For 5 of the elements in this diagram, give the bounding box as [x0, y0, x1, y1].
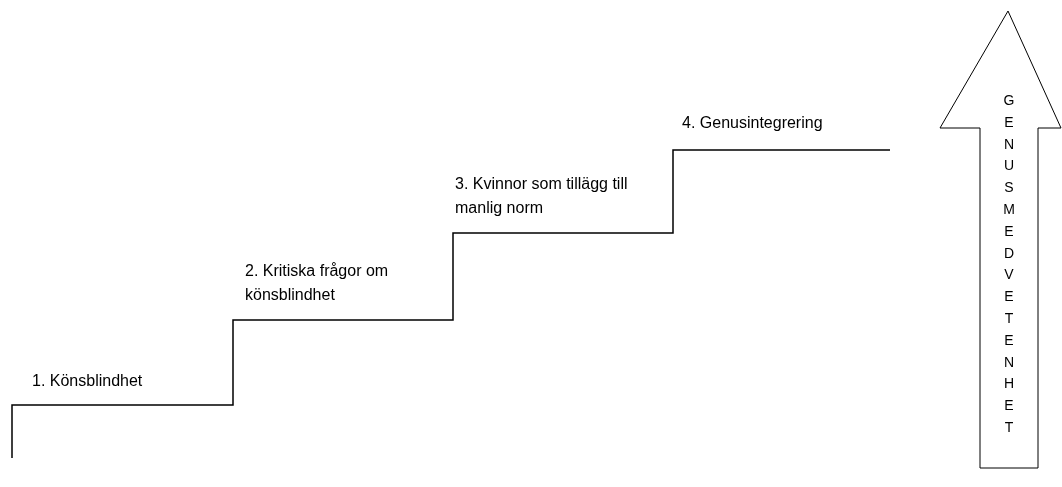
step-label: 3. Kvinnor som tillägg till manlig norm — [455, 174, 629, 218]
vertical-arrow-text: GENUSMEDVETENHET — [1002, 91, 1016, 437]
step-label: 1. Könsblindhet — [32, 371, 144, 391]
step-label: 2. Kritiska frågor om könsblindhet — [245, 261, 390, 305]
step-label: 4. Genusintegrering — [682, 113, 824, 133]
